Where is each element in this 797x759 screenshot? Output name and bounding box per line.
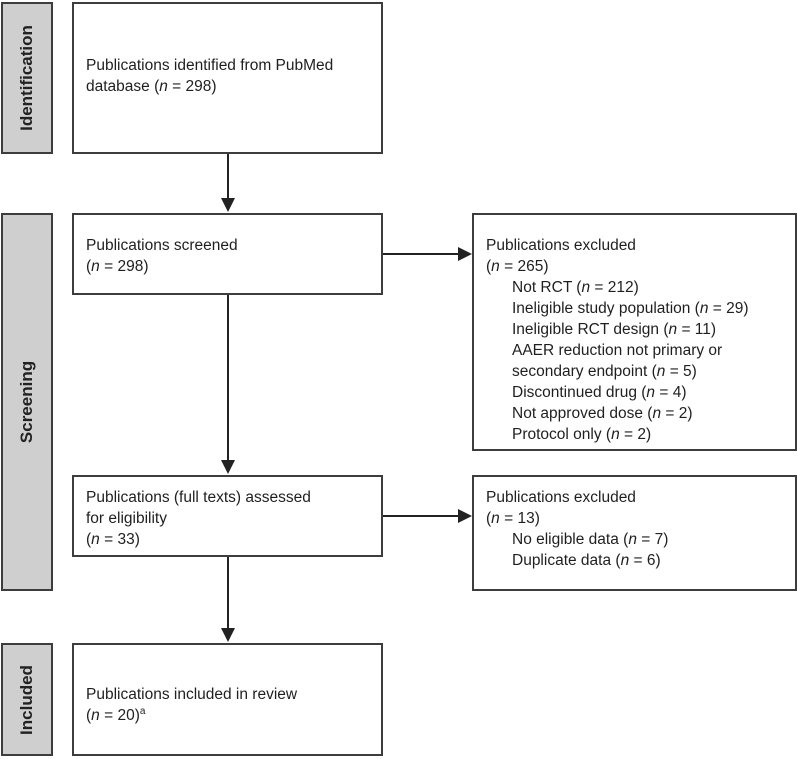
screened-count: (n = 298) [86, 258, 149, 275]
stage-label-screening: Screening [17, 360, 36, 444]
excluded-2-total: (n = 13) [486, 510, 540, 527]
exclusion-reason: No eligible data (n = 7) [512, 531, 669, 548]
arrowhead-right [458, 509, 472, 523]
exclusion-reason: Protocol only (n = 2) [512, 426, 652, 443]
exclusion-reason: Not approved dose (n = 2) [512, 405, 693, 422]
stage-label-included: Included [17, 664, 36, 735]
screened-line1: Publications screened [86, 237, 238, 254]
screened-box: Publications screened (n = 298) [72, 213, 383, 295]
excluded-1-total: (n = 265) [486, 258, 549, 275]
identified-line1: Publications identified from PubMed [86, 57, 334, 74]
assessed-line1: Publications (full texts) assessed [86, 489, 311, 506]
exclusion-reason: Discontinued drug (n = 4) [512, 384, 687, 401]
identified-line2: database (n = 298) [86, 78, 217, 95]
exclusion-reason: Ineligible study population (n = 29) [512, 300, 749, 317]
footnote-marker: a [139, 706, 146, 717]
excluded-1-title: Publications excluded [486, 237, 636, 254]
exclusion-reason: Duplicate data (n = 6) [512, 552, 661, 569]
stage-screening: Screening [1, 213, 53, 591]
assessed-line2: for eligibility [86, 510, 167, 527]
included-line1: Publications included in review [86, 686, 298, 703]
arrowhead-down [221, 628, 235, 642]
arrowhead-down [221, 198, 235, 212]
included-box: Publications included in review (n = 20)… [72, 643, 383, 756]
excluded-box-screening: Publications excluded (n = 265) Not RCT … [472, 213, 797, 451]
exclusion-reason: AAER reduction not primary or [512, 342, 723, 359]
included-count: (n = 20)a [86, 706, 146, 725]
arrowhead-down [221, 460, 235, 474]
stage-included: Included [1, 643, 53, 756]
exclusion-reason: Ineligible RCT design (n = 11) [512, 321, 717, 338]
arrowhead-right [458, 247, 472, 261]
exclusion-reason: Not RCT (n = 212) [512, 279, 639, 296]
excluded-2-title: Publications excluded [486, 489, 636, 506]
assessed-count: (n = 33) [86, 531, 140, 548]
assessed-box: Publications (full texts) assessed for e… [72, 475, 383, 557]
stage-identification: Identification [1, 2, 53, 154]
identified-box: Publications identified from PubMed data… [72, 2, 383, 154]
excluded-box-eligibility: Publications excluded (n = 13) No eligib… [472, 475, 797, 591]
stage-label-identification: Identification [17, 25, 36, 131]
exclusion-reason: secondary endpoint (n = 5) [512, 363, 697, 380]
